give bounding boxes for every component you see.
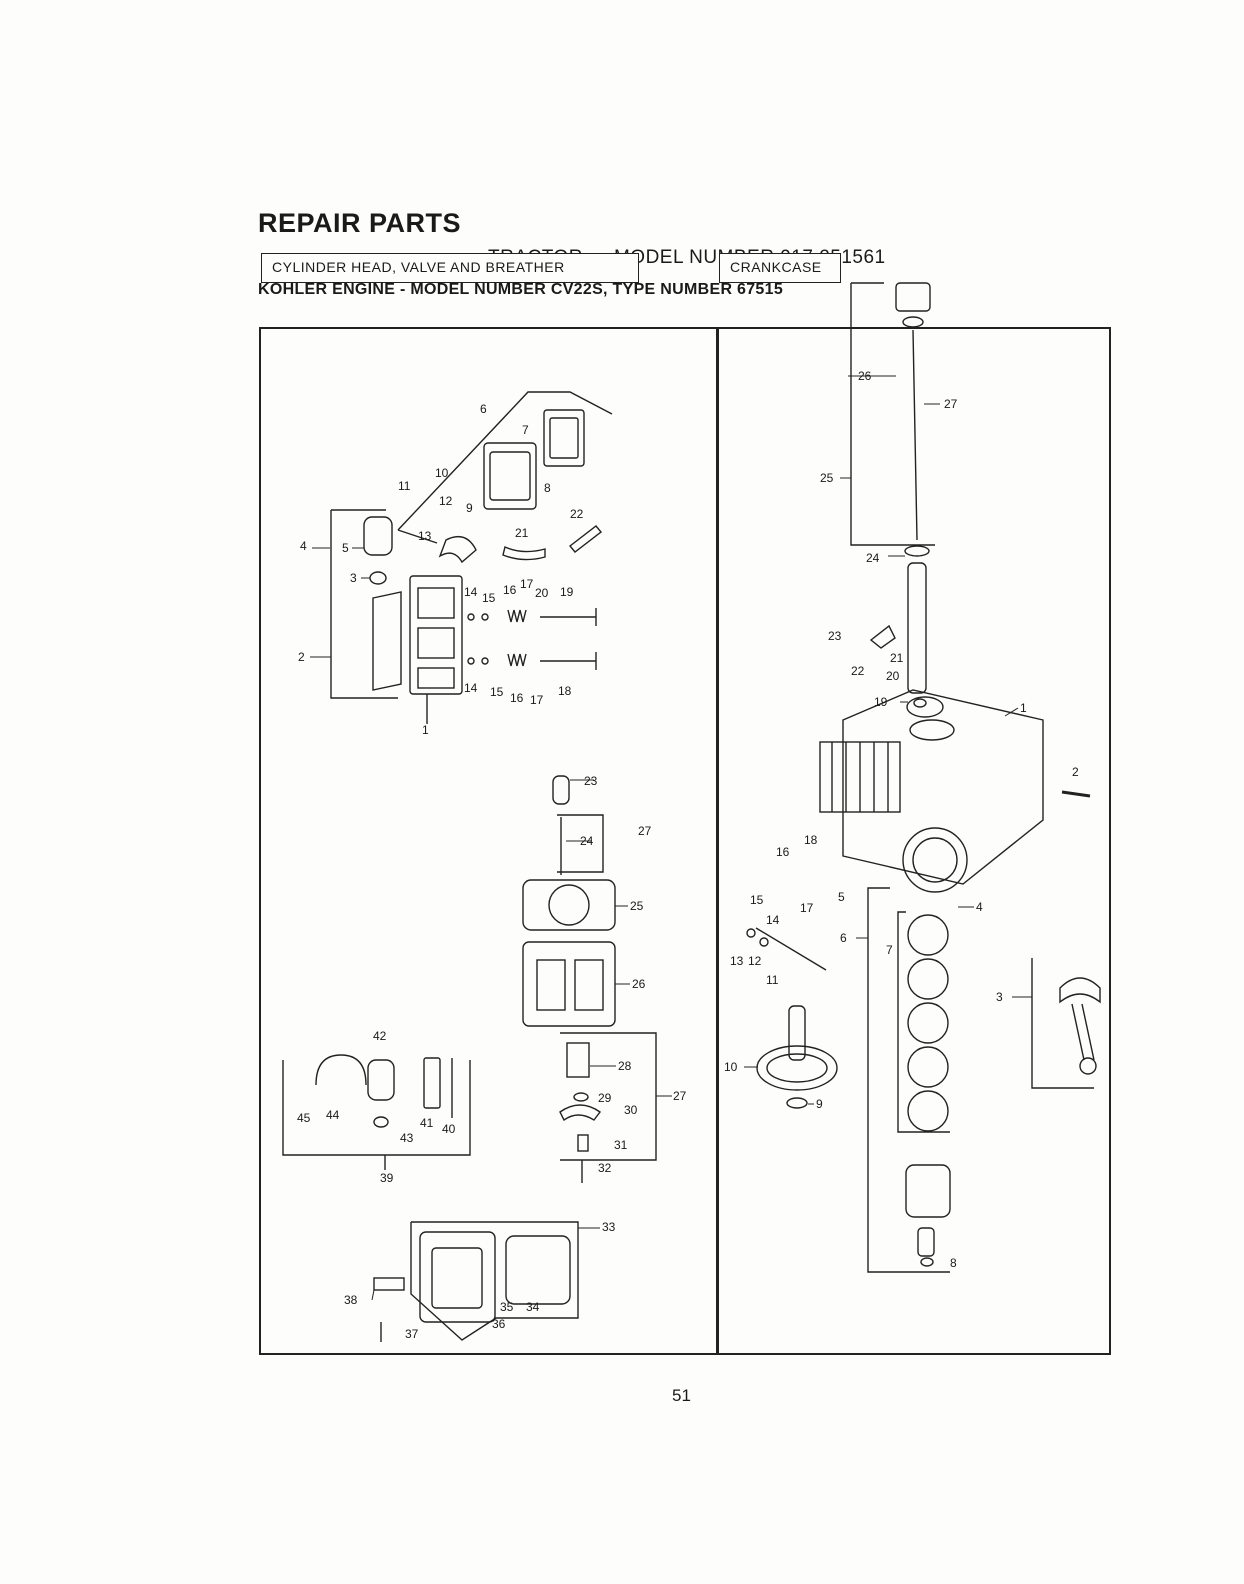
callout-17: 17 bbox=[520, 577, 534, 591]
callout-9: 9 bbox=[466, 501, 473, 515]
callout-8: 8 bbox=[544, 481, 551, 495]
callout-10: 10 bbox=[435, 466, 449, 480]
callout-20: 20 bbox=[535, 586, 549, 600]
rcallout-6: 6 bbox=[840, 931, 847, 945]
breather-cover-drawing bbox=[483, 409, 585, 510]
left-callouts: 1 2 3 4 5 6 7 8 9 10 11 12 13 14 15 16 1… bbox=[297, 402, 687, 1341]
rcallout-25: 25 bbox=[820, 471, 834, 485]
callout-38: 38 bbox=[344, 1293, 358, 1307]
callout-1: 1 bbox=[422, 723, 429, 737]
callout-16b: 16 bbox=[510, 691, 524, 705]
callout-29: 29 bbox=[598, 1091, 612, 1105]
rcallout-20: 20 bbox=[886, 669, 900, 683]
callout-22: 22 bbox=[570, 507, 584, 521]
callout-33: 33 bbox=[602, 1220, 616, 1234]
callout-19: 19 bbox=[560, 585, 574, 599]
callout-15: 15 bbox=[482, 591, 496, 605]
valve-cover-drawing bbox=[419, 1231, 496, 1323]
rcallout-3: 3 bbox=[996, 990, 1003, 1004]
callout-15b: 15 bbox=[490, 685, 504, 699]
rcallout-21: 21 bbox=[890, 651, 904, 665]
rcallout-10: 10 bbox=[724, 1060, 738, 1074]
callout-14b: 14 bbox=[464, 681, 478, 695]
cylinder-head-assembly-drawing bbox=[522, 941, 616, 1027]
callout-2: 2 bbox=[298, 650, 305, 664]
callout-41: 41 bbox=[420, 1116, 434, 1130]
callout-34: 34 bbox=[526, 1300, 540, 1314]
callout-37: 37 bbox=[405, 1327, 419, 1341]
diagram-frame bbox=[259, 327, 1111, 1355]
callout-44: 44 bbox=[326, 1108, 340, 1122]
callout-5: 5 bbox=[342, 541, 349, 555]
callout-31: 31 bbox=[614, 1138, 628, 1152]
panel-divider bbox=[716, 327, 719, 1355]
rcallout-23: 23 bbox=[828, 629, 842, 643]
page-title: REPAIR PARTS bbox=[258, 208, 462, 238]
rcallout-1: 1 bbox=[1020, 701, 1027, 715]
callout-35: 35 bbox=[500, 1300, 514, 1314]
callout-21: 21 bbox=[515, 526, 529, 540]
callout-13: 13 bbox=[418, 529, 432, 543]
callout-12: 12 bbox=[439, 494, 453, 508]
callout-23: 23 bbox=[584, 774, 598, 788]
crankcase-label-text: CRANKCASE bbox=[730, 259, 822, 275]
camshaft-drawing bbox=[756, 1005, 838, 1091]
rcallout-19: 19 bbox=[874, 695, 888, 709]
callout-27: 27 bbox=[638, 824, 652, 838]
callout-26: 26 bbox=[632, 977, 646, 991]
callout-6: 6 bbox=[480, 402, 487, 416]
callout-4: 4 bbox=[300, 539, 307, 553]
rcallout-4: 4 bbox=[976, 900, 983, 914]
callout-14: 14 bbox=[464, 585, 478, 599]
callout-16: 16 bbox=[503, 583, 517, 597]
rcallout-12: 12 bbox=[748, 954, 762, 968]
callout-40: 40 bbox=[442, 1122, 456, 1136]
callout-25: 25 bbox=[630, 899, 644, 913]
cylinder-head-panel-label: CYLINDER HEAD, VALVE AND BREATHER bbox=[261, 253, 639, 283]
callout-42: 42 bbox=[373, 1029, 387, 1043]
callout-32: 32 bbox=[598, 1161, 612, 1175]
callout-45: 45 bbox=[297, 1111, 311, 1125]
rcallout-9: 9 bbox=[816, 1097, 823, 1111]
callout-17b: 17 bbox=[530, 693, 544, 707]
crankcase-panel-label: CRANKCASE bbox=[719, 253, 841, 283]
cylinder-head-drawing bbox=[409, 575, 463, 695]
rcallout-27: 27 bbox=[944, 397, 958, 411]
rcallout-24: 24 bbox=[866, 551, 880, 565]
right-callouts: 26 27 25 24 23 22 21 20 19 1 2 18 16 17 … bbox=[724, 369, 1079, 1270]
callout-3: 3 bbox=[350, 571, 357, 585]
engine-model-line: KOHLER ENGINE - MODEL NUMBER CV22S, TYPE… bbox=[258, 281, 784, 298]
callout-18: 18 bbox=[558, 684, 572, 698]
callout-36: 36 bbox=[492, 1317, 506, 1331]
rcallout-8: 8 bbox=[950, 1256, 957, 1270]
rcallout-22: 22 bbox=[851, 664, 865, 678]
callout-30: 30 bbox=[624, 1103, 638, 1117]
rcallout-2: 2 bbox=[1072, 765, 1079, 779]
rcallout-5: 5 bbox=[838, 890, 845, 904]
page-number: 51 bbox=[672, 1386, 691, 1405]
crankcase-block-drawing bbox=[819, 689, 1044, 893]
callout-43: 43 bbox=[400, 1131, 414, 1145]
rcallout-14: 14 bbox=[766, 913, 780, 927]
callout-39: 39 bbox=[380, 1171, 394, 1185]
callout-11: 11 bbox=[398, 479, 411, 493]
rcallout-17: 17 bbox=[800, 901, 814, 915]
rcallout-13: 13 bbox=[730, 954, 744, 968]
rcallout-16: 16 bbox=[776, 845, 790, 859]
callout-7: 7 bbox=[522, 423, 529, 437]
rcallout-7: 7 bbox=[886, 943, 893, 957]
cylinder-head-label-text: CYLINDER HEAD, VALVE AND BREATHER bbox=[272, 259, 565, 275]
rcallout-11: 11 bbox=[766, 973, 779, 987]
rcallout-18: 18 bbox=[804, 833, 818, 847]
rcallout-15: 15 bbox=[750, 893, 764, 907]
callout-27b: 27 bbox=[673, 1089, 687, 1103]
callout-28: 28 bbox=[618, 1059, 632, 1073]
